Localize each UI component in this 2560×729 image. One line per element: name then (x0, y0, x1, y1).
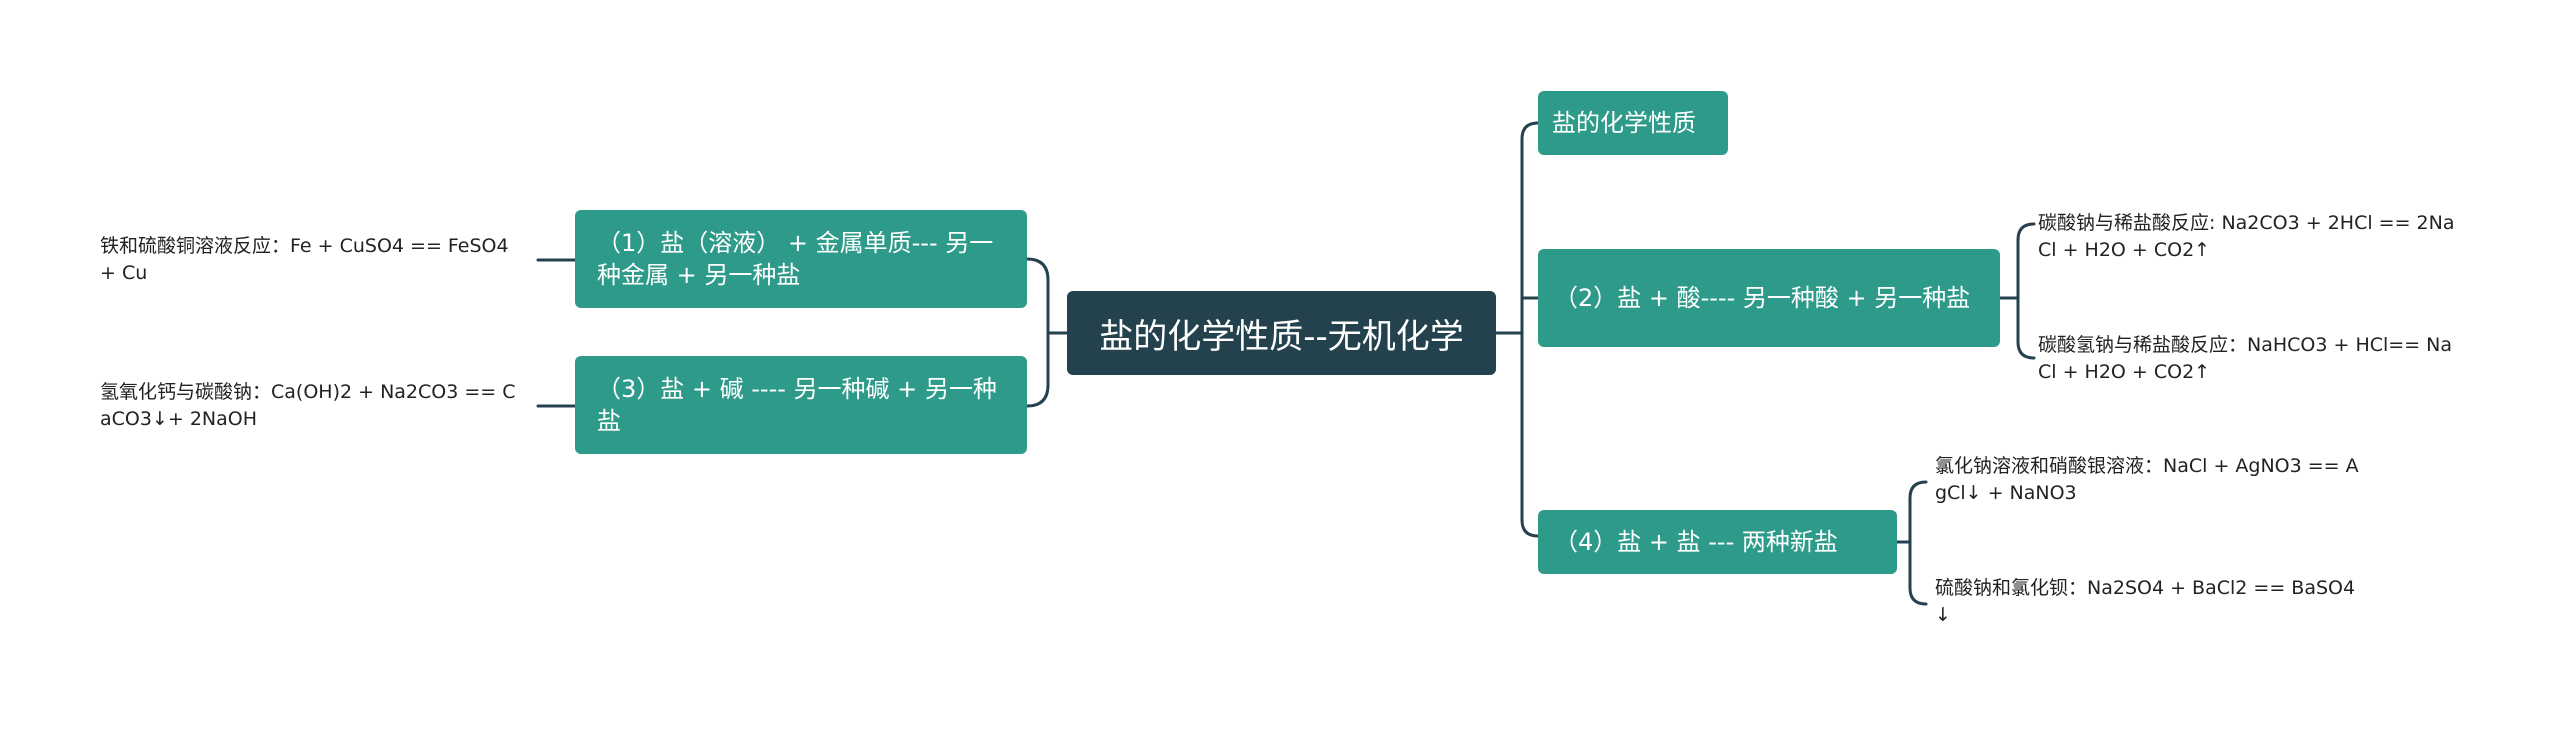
branch-label: （3）盐 + 碱 ---- 另一种碱 + 另一种盐 (597, 375, 997, 435)
branch-node-2[interactable]: （2）盐 + 酸---- 另一种酸 + 另一种盐 (1538, 249, 2000, 347)
branch-label: （4）盐 + 盐 --- 两种新盐 (1554, 528, 1838, 556)
branch-node-top[interactable]: 盐的化学性质 (1538, 91, 1728, 155)
connector-b2-bracket (1998, 222, 2036, 360)
leaf-sodium-sulfate-barium-chloride[interactable]: 硫酸钠和氯化钡：Na2SO4 + BaCl2 == BaSO4↓ (1935, 577, 2356, 626)
branch-node-4[interactable]: （4）盐 + 盐 --- 两种新盐 (1538, 510, 1897, 574)
connector-right-spine (1520, 121, 1540, 538)
leaf-sodium-chloride-silver-nitrate[interactable]: 氯化钠溶液和硝酸银溶液：NaCl + AgNO3 == AgCl↓ + NaNO… (1935, 455, 2359, 504)
leaf-sodium-carbonate-hcl[interactable]: 碳酸钠与稀盐酸反应: Na2CO3 + 2HCl == 2NaCl + H2O … (2038, 212, 2455, 261)
branch-label: （1）盐（溶液） + 金属单质--- 另一种金属 + 另一种盐 (597, 229, 994, 289)
branch-label: （2）盐 + 酸---- 另一种酸 + 另一种盐 (1554, 284, 1971, 312)
branch-node-1[interactable]: （1）盐（溶液） + 金属单质--- 另一种金属 + 另一种盐 (575, 210, 1027, 308)
leaf-sodium-bicarbonate-hcl[interactable]: 碳酸氢钠与稀盐酸反应：NaHCO3 + HCl== NaCl + H2O + C… (2038, 334, 2453, 383)
root-label: 盐的化学性质--无机化学 (1099, 316, 1464, 357)
branch-label: 盐的化学性质 (1552, 109, 1696, 137)
branch-node-3[interactable]: （3）盐 + 碱 ---- 另一种碱 + 另一种盐 (575, 356, 1027, 454)
connector-left-spine (1025, 257, 1050, 408)
root-node[interactable]: 盐的化学性质--无机化学 (1067, 291, 1496, 375)
connector-b4-bracket (1895, 480, 1928, 606)
leaf-calcium-hydroxide-sodium-carbonate[interactable]: 氢氧化钙与碳酸钠：Ca(OH)2 + Na2CO3 == CaCO3↓+ 2Na… (100, 381, 516, 430)
leaf-iron-copper-sulfate[interactable]: 铁和硫酸铜溶液反应：Fe + CuSO4 == FeSO4 + Cu (100, 235, 509, 284)
